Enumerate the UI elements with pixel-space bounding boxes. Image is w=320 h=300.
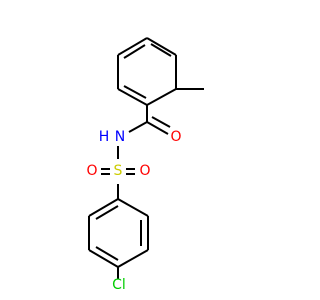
sulfonyl-oxygen-left-label: O bbox=[86, 163, 97, 179]
ring-lower-left-inner-bond bbox=[123, 85, 147, 99]
chlorine-label: Cl bbox=[112, 277, 126, 293]
hydrogen-label: H bbox=[99, 129, 110, 145]
ring-lower-right-bond bbox=[146, 88, 177, 106]
lower-ring-bottom-left-bond bbox=[88, 249, 119, 268]
ring-top-inner-bond bbox=[150, 43, 172, 57]
ring-top-bond bbox=[146, 37, 177, 56]
ring-upper-left-bond bbox=[117, 37, 148, 56]
atom-labels: N H O O S O Cl bbox=[86, 129, 181, 293]
carbonyl-double-bond-a bbox=[146, 121, 169, 135]
lower-ring-top-right-bond bbox=[117, 198, 149, 217]
ring-upper-left-inner-bond bbox=[123, 44, 146, 59]
ring-lower-left-bond bbox=[117, 88, 148, 106]
lower-ring-top-left-bond bbox=[88, 198, 119, 217]
sulfur-label: S bbox=[114, 163, 123, 179]
carbonyl-oxygen-label: O bbox=[170, 129, 181, 145]
sulfonyl-oxygen-right-label: O bbox=[139, 163, 150, 179]
lower-ring-bottom-right-bond bbox=[117, 249, 149, 268]
molecule-structure: N H O O S O Cl bbox=[86, 37, 204, 293]
lower-ring-bottom-left-inner-bond bbox=[95, 246, 119, 261]
carbonyl-double-bond-b bbox=[151, 116, 171, 128]
nitrogen-label: N bbox=[115, 129, 125, 145]
bond-lines bbox=[88, 37, 204, 279]
lower-ring-top-left-inner-bond bbox=[95, 205, 119, 220]
carbonyl-to-nitrogen-bond bbox=[128, 121, 148, 133]
